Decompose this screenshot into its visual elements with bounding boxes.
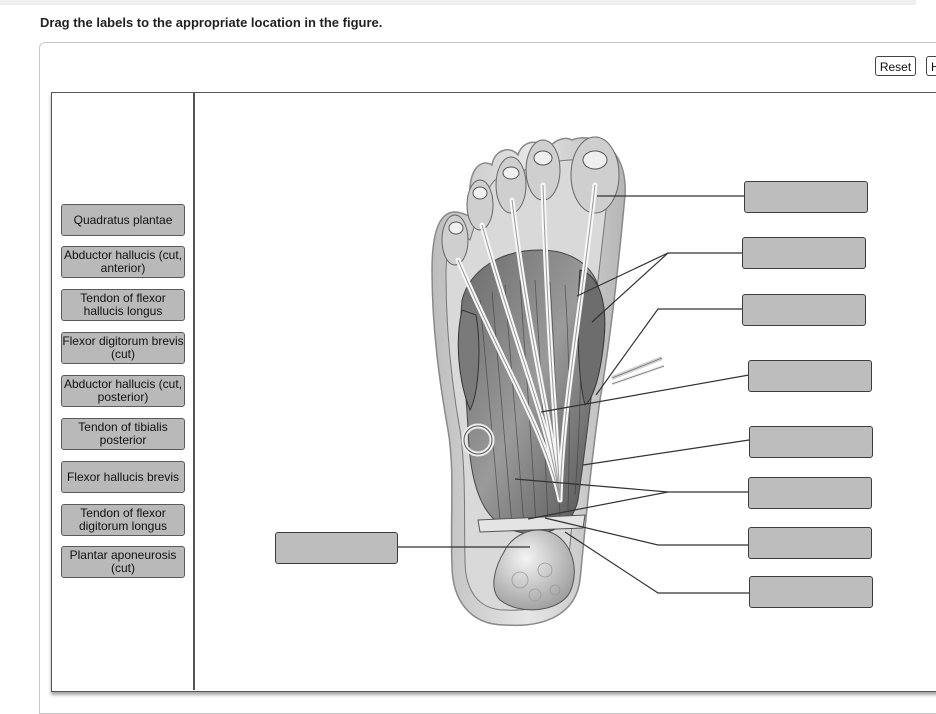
chip-text: Abductor hallucis (cut, posterior) <box>63 377 183 404</box>
drop-target-9[interactable] <box>275 532 398 564</box>
chip-text: Tendon of tibialis posterior <box>78 420 168 447</box>
label-chip-plantar-aponeurosis[interactable]: Plantar aponeurosis (cut) <box>61 546 185 578</box>
top-strip <box>0 0 916 5</box>
label-chip-quadratus-plantae[interactable]: Quadratus plantae <box>61 204 185 236</box>
instructions-text: Drag the labels to the appropriate locat… <box>40 15 383 30</box>
reset-button[interactable]: Reset <box>875 56 916 76</box>
chip-text: Tendon of flexor hallucis longus <box>80 291 166 318</box>
label-chip-abductor-hallucis-anterior[interactable]: Abductor hallucis (cut, anterior) <box>61 246 185 278</box>
drop-target-1[interactable] <box>744 181 868 213</box>
label-chip-abductor-hallucis-posterior[interactable]: Abductor hallucis (cut, posterior) <box>61 375 185 407</box>
chip-text: Tendon of flexor digitorum longus <box>78 506 168 533</box>
drop-target-2[interactable] <box>742 237 866 269</box>
drop-target-6[interactable] <box>748 477 872 509</box>
drop-target-7[interactable] <box>748 527 872 559</box>
label-chip-tendon-tibialis-posterior[interactable]: Tendon of tibialis posterior <box>61 418 185 450</box>
drop-target-3[interactable] <box>742 294 866 326</box>
drop-target-8[interactable] <box>749 576 873 608</box>
drop-target-4[interactable] <box>748 360 872 392</box>
label-chip-flexor-digitorum-brevis[interactable]: Flexor digitorum brevis (cut) <box>61 332 185 364</box>
chip-text: Plantar aponeurosis (cut) <box>69 548 177 575</box>
label-bank <box>51 92 195 690</box>
drop-target-5[interactable] <box>749 426 873 458</box>
label-chip-flexor-hallucis-brevis[interactable]: Flexor hallucis brevis <box>61 461 185 493</box>
chip-text: Abductor hallucis (cut, anterior) <box>63 248 183 275</box>
label-chip-tendon-flexor-digitorum-longus[interactable]: Tendon of flexor digitorum longus <box>61 504 185 536</box>
chip-text: Quadratus plantae <box>73 212 173 227</box>
chip-text: Flexor digitorum brevis (cut) <box>62 334 184 361</box>
help-button[interactable]: H <box>926 56 936 76</box>
label-chip-tendon-flexor-hallucis-longus[interactable]: Tendon of flexor hallucis longus <box>61 289 185 321</box>
chip-text: Flexor hallucis brevis <box>66 469 180 484</box>
